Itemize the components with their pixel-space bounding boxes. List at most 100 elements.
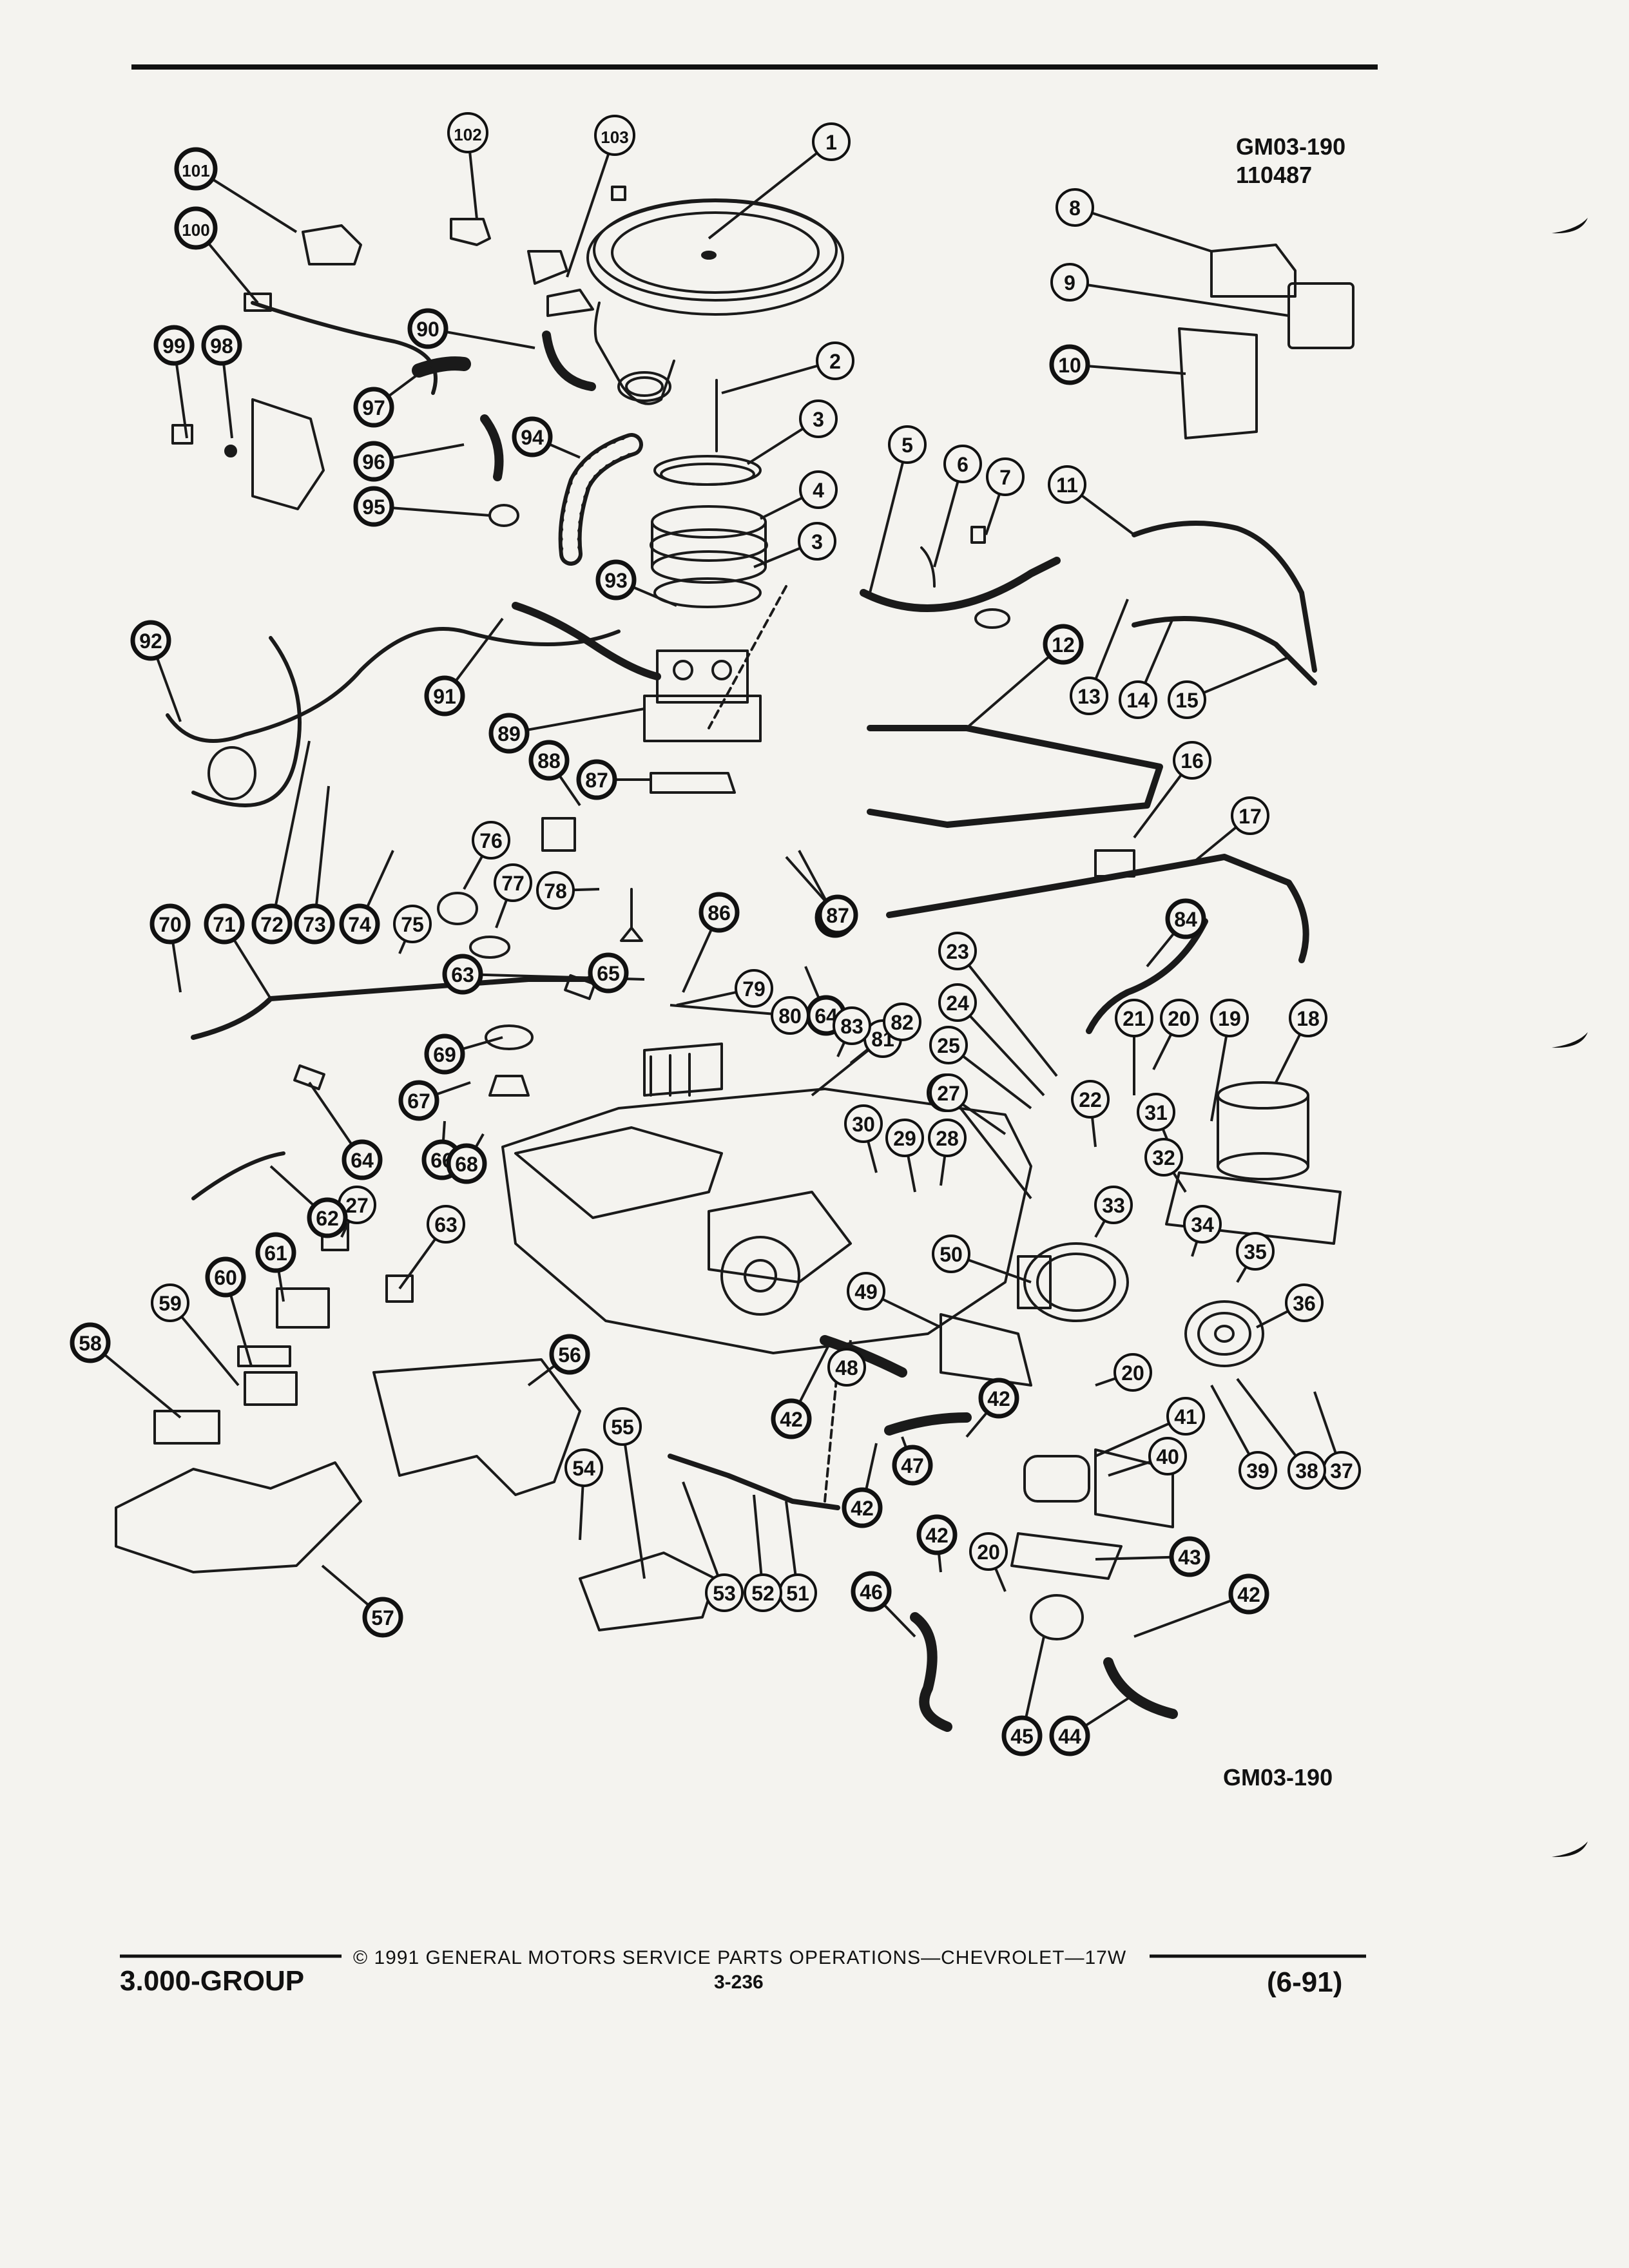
callout-circle (938, 932, 977, 970)
callout-circle (595, 559, 637, 601)
callout-95: 95 (353, 486, 394, 527)
callout-circle (842, 1487, 883, 1528)
callout-leader (1069, 281, 1289, 317)
callout-number: 53 (713, 1582, 736, 1605)
callout-number: 48 (835, 1356, 858, 1379)
fitting (970, 526, 986, 544)
callout-number: 31 (1144, 1101, 1168, 1124)
callout-94: 94 (512, 416, 553, 457)
callout-number: 20 (1121, 1361, 1144, 1385)
callout-number: 76 (479, 829, 503, 852)
callout-number: 43 (1178, 1546, 1201, 1569)
callout-3: 3 (798, 522, 836, 561)
callout-circle (153, 325, 195, 366)
callout-circle (1173, 741, 1211, 780)
wire-harness-lead (251, 301, 438, 395)
callout-number: 91 (433, 685, 456, 708)
callout-20: 20 (1160, 999, 1199, 1037)
drawing-id: GM03-190 (1236, 133, 1346, 160)
callout-circle (446, 1143, 487, 1184)
callout-41: 41 (1166, 1397, 1205, 1436)
callout-circle (883, 1003, 921, 1041)
callout-number: 78 (544, 879, 567, 903)
callout-circle (817, 894, 858, 936)
callout-circle (1289, 999, 1327, 1037)
callout-65: 65 (588, 952, 629, 994)
callout-leader (313, 785, 330, 925)
callout-60: 60 (205, 1256, 246, 1298)
callout-21: 21 (1115, 999, 1153, 1037)
callout-42: 42 (842, 1487, 883, 1528)
callout-circle (528, 740, 570, 781)
vacuum-line (1132, 616, 1317, 686)
callout-4: 4 (799, 470, 838, 509)
callout-42: 42 (771, 1398, 812, 1439)
callout-10: 10 (1049, 344, 1090, 385)
callout-number: 56 (558, 1343, 581, 1367)
callout-circle (1094, 1186, 1133, 1224)
air-pump (1023, 1455, 1090, 1503)
callout-circle (1183, 1205, 1222, 1244)
callout-number: 44 (1058, 1725, 1081, 1748)
callout-circle (442, 954, 483, 995)
callout-circle (494, 863, 532, 902)
callout-number: 99 (162, 334, 186, 358)
callout-circle (978, 1378, 1019, 1419)
callout-93: 93 (595, 559, 637, 601)
callout-24: 24 (938, 983, 977, 1022)
callout-number: 80 (778, 1004, 802, 1028)
callout-63: 63 (427, 1205, 465, 1244)
module (244, 1371, 298, 1406)
module (153, 1410, 220, 1445)
callout-9: 9 (1050, 263, 1089, 302)
callout-number: 97 (362, 396, 385, 419)
relay (541, 817, 576, 852)
callout-46: 46 (851, 1571, 892, 1612)
callout-number: 1 (825, 131, 837, 154)
callout-circle (307, 1197, 348, 1238)
callout-27: 27 (929, 1073, 968, 1112)
callout-circle (447, 112, 488, 153)
callout-circle (1137, 1093, 1175, 1131)
callout-78: 78 (536, 871, 575, 910)
callout-number: 64 (351, 1149, 374, 1172)
linkage-rod (668, 1454, 840, 1510)
callout-2: 2 (816, 341, 854, 380)
callout-number: 19 (1218, 1007, 1241, 1030)
callout-circle (1050, 263, 1089, 302)
grommet (488, 504, 519, 527)
callout-circle (847, 1272, 885, 1311)
callout-number: 45 (1010, 1725, 1034, 1748)
connector (302, 224, 362, 265)
callout-circle (1228, 1573, 1269, 1615)
bracket (1010, 1532, 1123, 1580)
engine-wire-harness (166, 627, 621, 743)
callout-13: 13 (1070, 677, 1108, 715)
hose (910, 1612, 952, 1732)
callout-circle (892, 1445, 933, 1486)
filter-element (650, 505, 768, 584)
bracket (579, 1552, 717, 1631)
callout-circle (512, 416, 553, 457)
callout-number: 86 (708, 901, 731, 925)
callout-number: 73 (303, 913, 326, 936)
callout-circle (799, 399, 838, 438)
callout-circle (549, 1334, 590, 1375)
callout-circle (1239, 1451, 1277, 1490)
callout-31: 31 (1137, 1093, 1175, 1131)
callout-54: 54 (564, 1448, 603, 1487)
callout-1: 1 (812, 122, 851, 161)
bracket (940, 1313, 1032, 1387)
callout-circle (1049, 344, 1090, 385)
hose (1086, 918, 1208, 1034)
callout-number: 90 (416, 318, 439, 341)
module (237, 1345, 291, 1367)
callout-number: 98 (210, 334, 233, 358)
callout-20: 20 (969, 1532, 1008, 1571)
callout-circle (407, 308, 448, 349)
callout-87: 87 (817, 894, 858, 936)
callout-number: 46 (860, 1581, 883, 1604)
callout-56: 56 (549, 1334, 590, 1375)
callout-number: 101 (182, 161, 209, 180)
